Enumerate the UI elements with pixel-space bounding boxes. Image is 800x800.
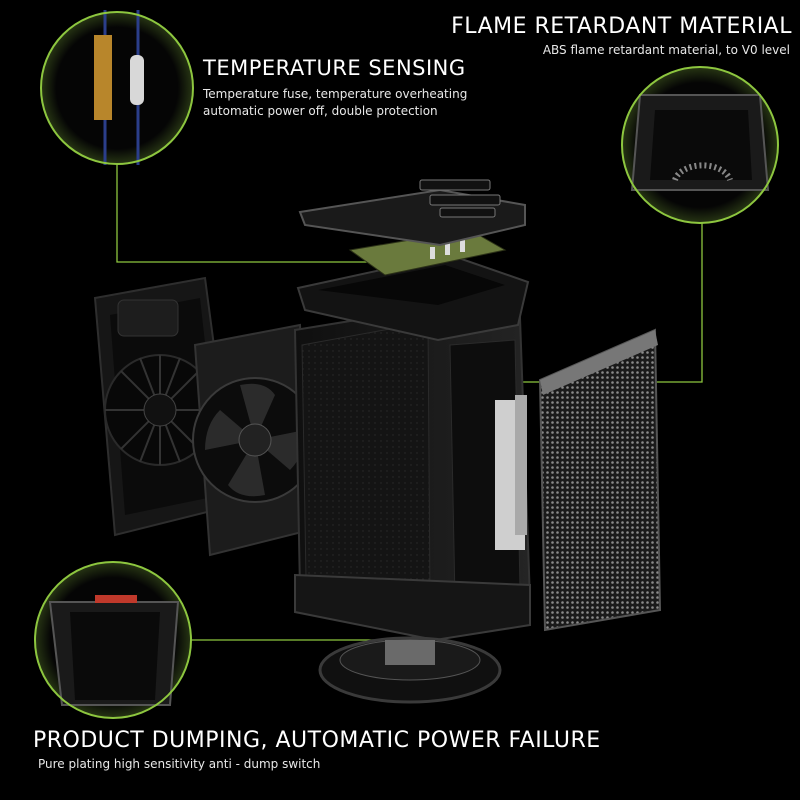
temperature-sensing-title: TEMPERATURE SENSING: [203, 56, 466, 80]
dumping-switch-description: Pure plating high sensitivity anti - dum…: [38, 757, 321, 771]
flame-retardant-title: FLAME RETARDANT MATERIAL: [451, 14, 792, 39]
top-housing: [296, 179, 530, 342]
dumping-power-failure-title: PRODUCT DUMPING, AUTOMATIC POWER FAILURE: [33, 728, 601, 753]
temperature-description-line-1: Temperature fuse, temperature overheatin…: [203, 87, 468, 101]
temperature-description-line-2: automatic power off, double protection: [203, 104, 438, 118]
flame-retardant-description: ABS flame retardant material, to V0 leve…: [542, 43, 790, 57]
flame-retardant-housing-closeup: [621, 66, 779, 224]
anti-dump-switch-closeup: [34, 561, 192, 719]
heating-element-mesh-grille: [538, 328, 662, 632]
heater-main-body: [293, 306, 532, 704]
temperature-fuse-closeup: [40, 10, 194, 165]
temperature-sensing-description: Temperature fuse, temperature overheatin…: [203, 86, 467, 120]
